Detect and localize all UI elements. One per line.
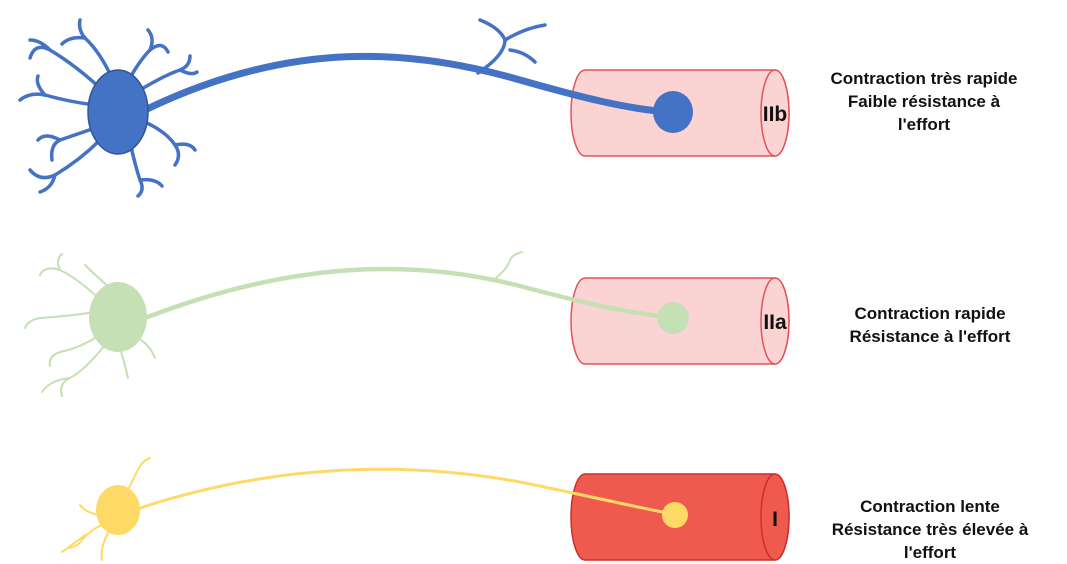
fiber-end-cap (760, 473, 790, 561)
description-line: Résistance à l'effort (849, 327, 1011, 346)
fiber-label-i: I (772, 508, 778, 531)
description-line: l'effort (897, 115, 951, 134)
muscle-fiber-iia (570, 277, 790, 365)
description-iib: Contraction très rapide Faible résistanc… (794, 67, 1054, 136)
axon-iia (142, 266, 675, 321)
description-line: Faible résistance à (847, 92, 1001, 111)
description-iia: Contraction rapide Résistance à l'effort (800, 302, 1060, 348)
description-line: Contraction très rapide (830, 69, 1018, 88)
motor-unit-i: I (61, 457, 790, 561)
description-line: Contraction lente (860, 497, 1000, 516)
neuron-body-i (96, 485, 140, 535)
description-line: Contraction rapide (854, 304, 1006, 323)
axon-iib (141, 52, 676, 116)
axon-i (138, 467, 675, 516)
dendrites-iib (18, 18, 547, 198)
motor-unit-iia: IIa (24, 251, 790, 397)
fiber-end-cap (760, 69, 790, 157)
description-line: Résistance très élevée à (831, 520, 1029, 539)
neuron-body-iia (89, 282, 147, 352)
end-plate-iib (653, 91, 693, 133)
fiber-label-iia: IIa (763, 311, 787, 334)
description-i: Contraction lente Résistance très élevée… (800, 495, 1060, 564)
fiber-end-cap (760, 277, 790, 365)
end-plate-i (662, 502, 688, 528)
dendrites-i (61, 457, 151, 561)
description-line: l'effort (903, 543, 957, 562)
neuron-body-iib (87, 69, 149, 155)
end-plate-iia (657, 302, 689, 334)
fiber-label-iib: IIb (763, 103, 788, 126)
motor-unit-iib: IIb (18, 18, 790, 198)
